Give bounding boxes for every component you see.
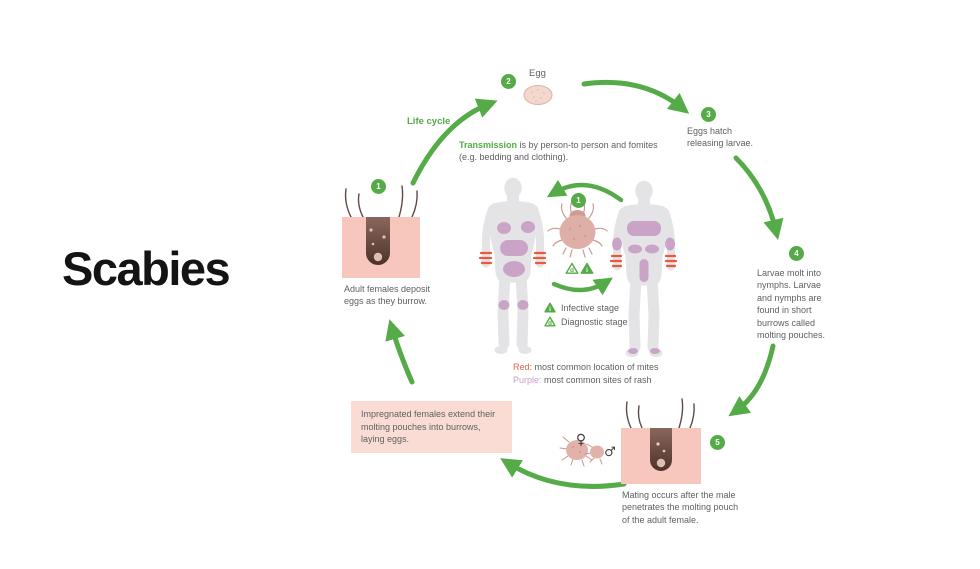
page-title: Scabies [62, 242, 231, 295]
color-key: Red: most common location of mites Purpl… [513, 361, 659, 387]
skin-burrow-illustration-stage1 [342, 185, 420, 278]
arrow-stage2-to-stage3 [581, 79, 690, 114]
life-cycle-label: Life cycle [407, 116, 451, 127]
transmission-rest: is by person-to person and fomites [517, 140, 658, 150]
color-key-red-line: Red: most common location of mites [513, 361, 659, 374]
mite-illustration [547, 201, 608, 258]
lifecycle-arrows [385, 79, 784, 489]
stage-1-badge: 1 [371, 179, 386, 194]
impregnated-females-box: Impregnated females extend their molting… [351, 401, 512, 453]
male-mite-illustration [584, 443, 604, 465]
legend-diagnostic-row: d Diagnostic stage [544, 316, 628, 327]
purple-text: most common sites of rash [541, 374, 652, 385]
transmission-lead: Transmission [459, 140, 518, 150]
svg-text:d: d [548, 320, 552, 327]
svg-text:i: i [549, 306, 551, 313]
stage-4-badge: 4 [789, 246, 804, 261]
arrow-stage3-to-stage4 [733, 155, 784, 240]
stage-legend: i Infective stage d Diagnostic stage [544, 302, 628, 330]
red-label: Red: [513, 362, 533, 372]
stage-5-badge: 5 [710, 435, 725, 450]
stage-5-caption: Mating occurs after the male penetrates … [622, 490, 739, 525]
stage-2-badge: 2 [501, 74, 516, 89]
arrow-stage4-to-stage5 [728, 343, 776, 417]
egg-illustration [523, 85, 553, 105]
arrow-box-to-stage1 [385, 319, 415, 385]
legend-diagnostic-label: Diagnostic stage [561, 316, 628, 327]
color-key-purple-line: Purple: most common sites of rash [513, 374, 659, 387]
arrow-stage5-to-box [500, 458, 627, 489]
svg-text:d: d [570, 267, 574, 274]
stage-4-caption: Larvae molt into nymphs. Larvae and nymp… [757, 268, 826, 341]
rash-patches-front [497, 221, 535, 310]
diagnostic-triangle-icon [565, 262, 579, 274]
transmission-arrows [546, 179, 624, 296]
arrow-transmission-right [551, 277, 613, 296]
mite-location-marks-back [609, 254, 678, 268]
stage-1-caption: Adult females deposit eggs as they burro… [344, 284, 431, 307]
mite-location-marks-front [478, 251, 547, 265]
female-mite-illustration [559, 436, 593, 467]
legend-infective-label: Infective stage [561, 302, 620, 313]
infective-triangle-icon: i [544, 302, 556, 313]
arrow-stage1-to-stage2 [410, 98, 498, 186]
infective-triangle-icon [580, 262, 594, 274]
transmission-line2: (e.g. bedding and clothing). [459, 152, 569, 163]
red-text: most common location of mites [532, 362, 659, 372]
transmission-note: Transmission is by person-to person and … [459, 139, 677, 164]
rash-patches-back [612, 221, 675, 354]
transmission-badge: 1 [571, 193, 586, 208]
stage-triangle-icons: d i [565, 262, 594, 274]
stage-2-caption: Egg [529, 68, 546, 79]
purple-label: Purple: [513, 374, 542, 385]
legend-infective-row: i Infective stage [544, 302, 628, 313]
arrow-transmission-left [546, 179, 624, 203]
stage-3-badge: 3 [701, 107, 716, 122]
female-symbol-icon: ♀ [576, 432, 586, 448]
svg-text:i: i [586, 267, 588, 274]
stage-3-caption: Eggs hatch releasing larvae. [687, 126, 754, 149]
diagnostic-triangle-icon: d [544, 316, 556, 327]
male-symbol-icon: ♂ [604, 445, 616, 460]
skin-burrow-illustration-stage5 [621, 398, 701, 484]
